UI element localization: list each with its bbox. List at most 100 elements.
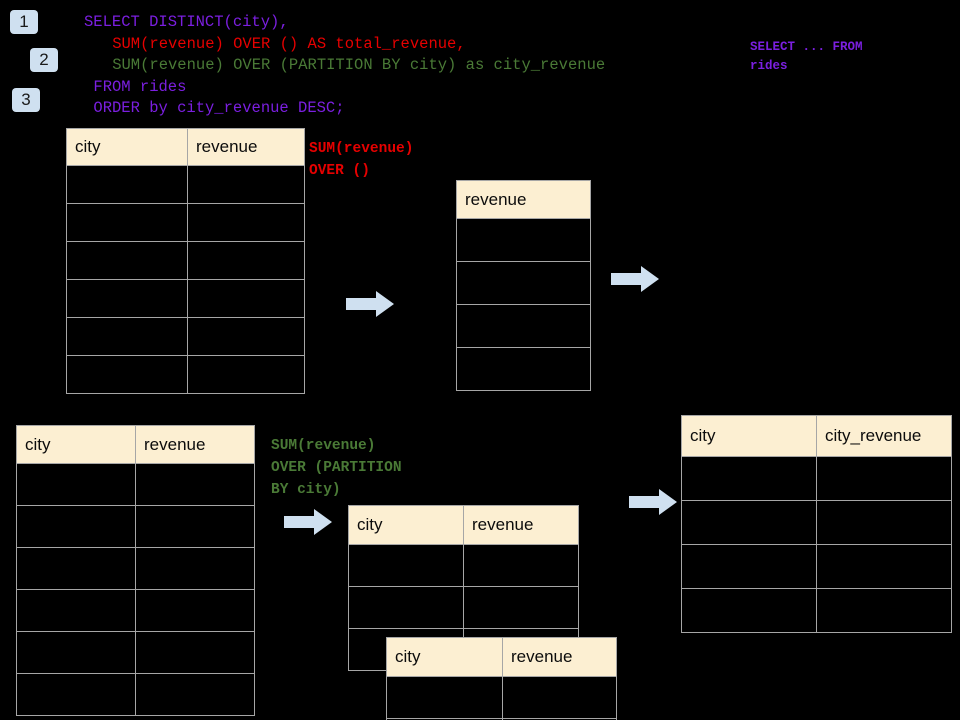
table-row <box>681 456 952 501</box>
table-row <box>681 588 952 633</box>
table-cell <box>502 676 617 719</box>
table-cell <box>816 456 952 501</box>
arrow-partition-to-group <box>284 509 332 535</box>
table-row <box>386 718 617 720</box>
sql-side-note: SELECT ... FROM rides <box>750 40 863 73</box>
table-cell <box>135 463 255 506</box>
table-cell <box>187 203 305 242</box>
column-header-city: city <box>681 415 817 457</box>
table-cell <box>816 588 952 633</box>
table-row <box>681 544 952 589</box>
table-cell <box>502 718 617 720</box>
column-header-city: city <box>66 128 188 166</box>
table-cell <box>463 544 579 587</box>
table-cell <box>187 355 305 394</box>
table-cell <box>16 547 136 590</box>
table-cell <box>681 456 817 501</box>
sql-line-1: SELECT DISTINCT(city), <box>84 13 289 31</box>
table-cell <box>187 317 305 356</box>
table-row <box>66 165 305 204</box>
table-row <box>66 241 305 280</box>
table-cell <box>348 586 464 629</box>
table-row <box>16 505 255 548</box>
sql-query-block: SELECT DISTINCT(city), SUM(revenue) OVER … <box>84 12 605 120</box>
table-cell <box>386 676 503 719</box>
column-header-revenue: revenue <box>456 180 591 219</box>
table-row <box>16 463 255 506</box>
table-row <box>16 631 255 674</box>
table-cell <box>187 165 305 204</box>
total-revenue-table: revenue <box>456 180 591 391</box>
table-row <box>456 218 591 262</box>
sql-line-5: ORDER by city_revenue DESC; <box>93 99 345 117</box>
table-cell <box>463 586 579 629</box>
table-row <box>16 673 255 716</box>
table-cell <box>681 588 817 633</box>
sql-line-4: FROM rides <box>93 77 187 96</box>
column-header-city_revenue: city_revenue <box>816 415 952 457</box>
table-cell <box>16 505 136 548</box>
table-cell <box>456 347 591 391</box>
table-cell <box>66 317 188 356</box>
table-cell <box>348 544 464 587</box>
arrow-group-to-result <box>629 489 677 515</box>
table-row <box>16 589 255 632</box>
table-cell <box>16 631 136 674</box>
table-row <box>348 544 579 587</box>
table-cell <box>16 463 136 506</box>
table-cell <box>16 673 136 716</box>
sql-line-3: SUM(revenue) OVER (PARTITION BY city) as… <box>112 56 606 74</box>
table-cell <box>66 165 188 204</box>
column-header-city: city <box>16 425 136 464</box>
step-badge-2: 2 <box>30 48 58 72</box>
table-cell <box>135 589 255 632</box>
sum-over-empty-annotation: SUM(revenue) OVER () <box>309 141 414 179</box>
step-badge-3: 3 <box>12 88 40 112</box>
table-row <box>66 317 305 356</box>
table-row <box>16 547 255 590</box>
table-row <box>66 203 305 242</box>
table-cell <box>135 505 255 548</box>
table-cell <box>135 631 255 674</box>
arrow-source-to-total <box>346 291 394 317</box>
sql-line-2: SUM(revenue) OVER () AS total_revenue, <box>112 34 466 53</box>
table-cell <box>66 279 188 318</box>
table-cell <box>66 241 188 280</box>
table-cell <box>456 304 591 348</box>
table-row <box>456 304 591 348</box>
table-cell <box>681 544 817 589</box>
table-row <box>456 347 591 391</box>
column-header-revenue: revenue <box>135 425 255 464</box>
table-cell <box>681 500 817 545</box>
table-cell <box>456 261 591 305</box>
table-cell <box>187 279 305 318</box>
table-cell <box>16 589 136 632</box>
table-row <box>386 676 617 719</box>
column-header-city: city <box>386 637 503 677</box>
column-header-revenue: revenue <box>187 128 305 166</box>
table-cell <box>187 241 305 280</box>
column-header-city: city <box>348 505 464 545</box>
step-badge-1: 1 <box>10 10 38 34</box>
table-cell <box>456 218 591 262</box>
column-header-revenue: revenue <box>502 637 617 677</box>
table-cell <box>816 500 952 545</box>
table-row <box>456 261 591 305</box>
table-cell <box>66 203 188 242</box>
table-cell <box>135 547 255 590</box>
column-header-revenue: revenue <box>463 505 579 545</box>
table-cell <box>66 355 188 394</box>
table-row <box>681 500 952 545</box>
arrow-total-to-result <box>611 266 659 292</box>
table-cell <box>135 673 255 716</box>
